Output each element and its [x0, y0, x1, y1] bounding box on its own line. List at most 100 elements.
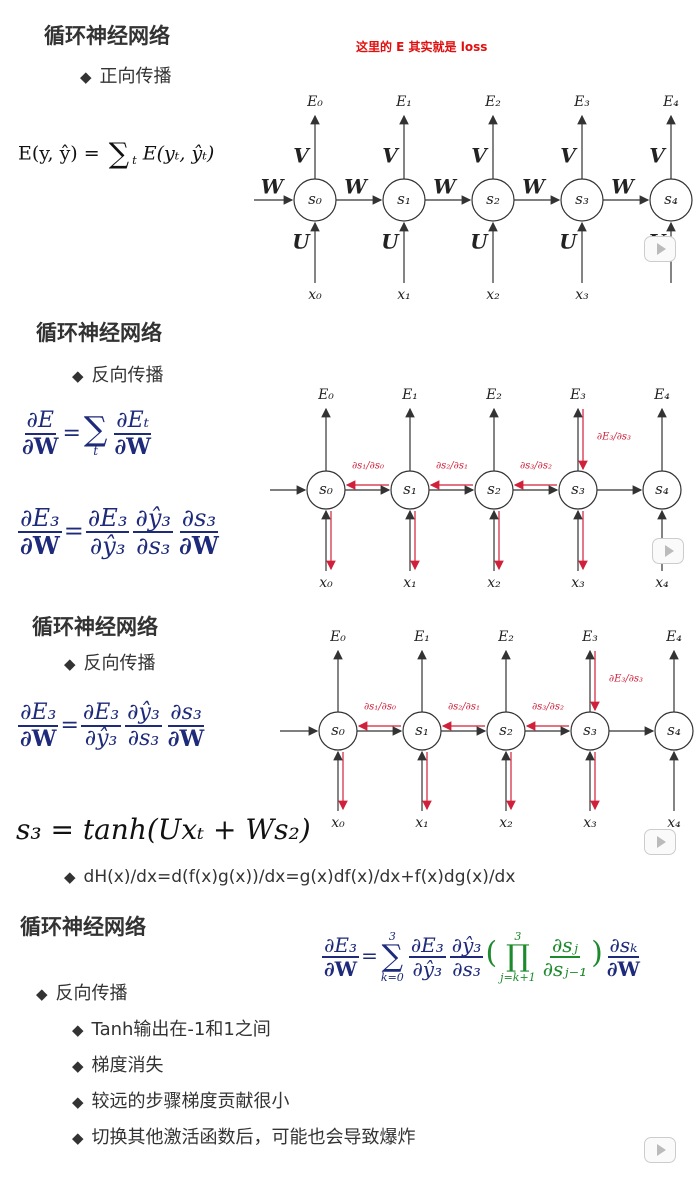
- state-label: s₂: [499, 721, 513, 739]
- bullet-label: 反向传播: [55, 983, 128, 1004]
- input-label: x₁: [397, 287, 411, 303]
- bullet-backward: ◆ 反向传播: [64, 649, 156, 675]
- output-label: E₃: [573, 94, 590, 110]
- gradient-label: ∂E₃/∂s₃: [609, 674, 643, 685]
- state-label: s₀: [331, 721, 345, 739]
- gradient-label: ∂s₂/∂s₁: [436, 461, 468, 472]
- slide-forward-propagation: 循环神经网络 ◆ 正向传播 这里的 E 其实就是 loss E(y, ŷ) = ∑…: [0, 0, 700, 305]
- input-label: x₂: [486, 287, 500, 303]
- chain-rule-equation: ∂E₃∂W=∂E₃∂ŷ₃∂ŷ₃∂s₃∂s₃∂W: [18, 700, 205, 753]
- output-label: E₂: [497, 629, 514, 645]
- diamond-bullet-icon: ◆: [36, 985, 48, 1003]
- output-label: E₄: [665, 629, 682, 645]
- sub-bullet: ◆较远的步骤梯度贡献很小: [72, 1091, 290, 1112]
- input-label: x₁: [415, 815, 429, 831]
- state-label: s₂: [486, 190, 500, 208]
- state-label: s₂: [487, 480, 501, 498]
- state-label: s₃: [583, 721, 597, 739]
- gradient-label: ∂s₂/∂s₁: [448, 702, 480, 713]
- input-label: x₀: [331, 815, 345, 831]
- state-label: s₄: [667, 721, 681, 739]
- weight-v-label: V: [649, 144, 667, 168]
- input-label: x₄: [667, 815, 681, 831]
- sum-symbol-icon: ∑: [108, 137, 130, 170]
- play-icon[interactable]: [644, 829, 676, 855]
- input-label: x₄: [655, 575, 669, 591]
- output-label: E₁: [413, 629, 430, 645]
- output-label: E₄: [653, 387, 670, 403]
- state-label: s₄: [664, 190, 678, 208]
- play-icon[interactable]: [652, 538, 684, 564]
- diamond-bullet-icon: ◆: [80, 68, 92, 86]
- bullet-label: 正向传播: [99, 66, 172, 87]
- gradient-label: ∂s₃/∂s₂: [532, 702, 564, 713]
- state-label: s₃: [575, 190, 589, 208]
- bullet-label: 反向传播: [91, 365, 164, 386]
- weight-w-label: W: [261, 175, 286, 199]
- bullet-backward: ◆ 反向传播: [36, 979, 128, 1005]
- state-label: s₁: [403, 480, 417, 498]
- output-label: E₂: [485, 387, 502, 403]
- product-symbol-icon: ∏: [505, 939, 530, 974]
- output-label: E₂: [484, 94, 501, 110]
- input-label: x₀: [308, 287, 322, 303]
- state-label: s₁: [415, 721, 429, 739]
- slide-title: 循环神经网络: [32, 615, 158, 639]
- weight-u-label: U: [292, 230, 311, 254]
- sub-bullet: ◆切换其他激活函数后，可能也会导致爆炸: [72, 1127, 416, 1148]
- vanishing-gradient-equation: ∂E₃∂W=3∑k=0∂E₃∂ŷ₃∂ŷ₃∂s₃(3∏j=k+1∂sⱼ∂sⱼ₋₁)…: [322, 930, 641, 984]
- state-label: s₀: [319, 480, 333, 498]
- bullet-backward: ◆ 反向传播: [72, 361, 164, 387]
- paren-close: ): [591, 935, 603, 971]
- weight-v-label: V: [293, 144, 311, 168]
- weight-u-label: U: [559, 230, 578, 254]
- derivative-rule-text: dH(x)/dx=d(f(x)g(x))/dx=g(x)df(x)/dx+f(x…: [83, 867, 516, 887]
- weight-v-label: V: [560, 144, 578, 168]
- sum-symbol-icon: ∑: [83, 408, 108, 448]
- weight-u-label: U: [381, 230, 400, 254]
- sub-bullet: ◆Tanh输出在-1和1之间: [72, 1019, 271, 1040]
- weight-w-label: W: [344, 175, 369, 199]
- slide-title: 循环神经网络: [44, 24, 170, 48]
- diamond-bullet-icon: ◆: [64, 655, 76, 673]
- paren-open: (: [485, 935, 498, 971]
- slide-title: 循环神经网络: [36, 321, 162, 345]
- sum-symbol-icon: ∑: [381, 939, 404, 974]
- total-gradient-equation: ∂E∂W=∑t∂Eₜ∂W: [22, 408, 152, 461]
- input-label: x₃: [575, 287, 589, 303]
- loss-equation: E(y, ŷ) = ∑t E(yₜ, ŷₜ): [18, 137, 215, 170]
- diamond-bullet-icon: ◆: [72, 367, 84, 385]
- weight-u-label: U: [470, 230, 489, 254]
- input-label: x₂: [499, 815, 513, 831]
- state-label: s₁: [397, 190, 411, 208]
- weight-v-label: V: [471, 144, 489, 168]
- diamond-bullet-icon: ◆: [72, 1129, 84, 1147]
- input-label: x₁: [403, 575, 417, 591]
- diamond-bullet-icon: ◆: [72, 1093, 84, 1111]
- input-label: x₂: [487, 575, 501, 591]
- output-label: E₁: [395, 94, 412, 110]
- output-label: E₃: [569, 387, 586, 403]
- rnn-backward-diagram: s₀E₀x₀s₁E₁x₁s₂E₂x₂s₃E₃x₃s₄E₄x₄∂s₁/∂s₀∂s₂…: [270, 387, 682, 591]
- bullet-label: 反向传播: [83, 653, 156, 674]
- sub-bullet: ◆梯度消失: [72, 1055, 164, 1076]
- weight-w-label: W: [433, 175, 458, 199]
- input-label: x₀: [319, 575, 333, 591]
- output-label: E₁: [401, 387, 418, 403]
- state-label: s₄: [655, 480, 669, 498]
- output-label: E₀: [329, 629, 346, 645]
- state-label: s₃: [571, 480, 585, 498]
- play-icon[interactable]: [644, 1137, 676, 1163]
- state-label: s₀: [308, 190, 322, 208]
- tanh-equation: s₃ = tanh(Uxₜ + Ws₂): [16, 813, 311, 846]
- rnn-forward-diagram: s₀E₀x₀VUWs₁E₁x₁VUWs₂E₂x₂VUWs₃E₃x₃VUWs₄E₄…: [254, 94, 693, 303]
- gradient-label: ∂s₁/∂s₀: [352, 461, 384, 472]
- diamond-bullet-icon: ◆: [72, 1021, 84, 1039]
- input-label: x₃: [583, 815, 597, 831]
- play-icon[interactable]: [644, 236, 676, 262]
- output-label: E₀: [306, 94, 323, 110]
- diamond-bullet-icon: ◆: [64, 868, 76, 886]
- annotation-note: 这里的 E 其实就是 loss: [356, 40, 488, 54]
- slide-backprop-2: 循环神经网络 ◆ 反向传播 ∂E₃∂W=∂E₃∂ŷ₃∂ŷ₃∂s₃∂s₃∂W s₃ …: [0, 605, 700, 895]
- slide-backprop-1: 循环神经网络 ◆反向传播 ∂E∂W=∑t∂Eₜ∂W ∂E₃∂W=∂E₃∂ŷ₃∂ŷ…: [0, 305, 700, 605]
